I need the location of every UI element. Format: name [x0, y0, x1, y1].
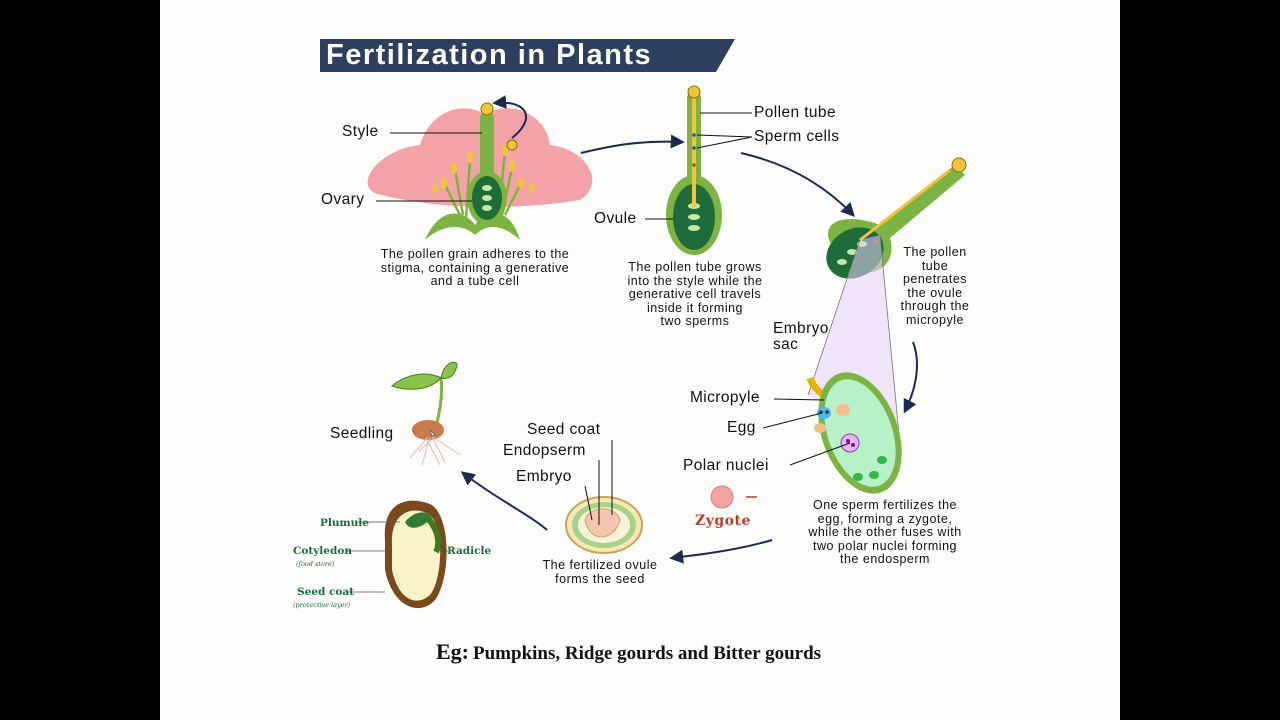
- label-seedling: Seedling: [330, 425, 394, 442]
- example-key: Eg:: [436, 639, 469, 664]
- seed-illustration: [565, 440, 643, 554]
- caption-step1: The pollen grain adheres to the stigma, …: [380, 247, 570, 289]
- label-style: Style: [342, 123, 379, 140]
- seedling-illustration: [390, 361, 461, 466]
- seed-label-cotyledon: Cotyledon: [293, 545, 352, 557]
- label-seed-coat: Seed coat: [527, 421, 601, 438]
- caption-step5: The fertilized ovule forms the seed: [542, 558, 658, 586]
- label-polar-nuclei: Polar nuclei: [683, 457, 769, 474]
- embryo-sac-illustration: [710, 372, 902, 509]
- page-title: Fertilization in Plants: [326, 39, 653, 71]
- label-zygote: Zygote: [695, 513, 751, 529]
- anthers: [432, 144, 535, 193]
- label-sperm-cells: Sperm cells: [754, 128, 840, 145]
- caption-step4: One sperm fertilizes the egg, forming a …: [808, 498, 962, 567]
- sperm-cell: [692, 146, 696, 150]
- seed-label-seed-coat: Seed coat: [297, 586, 354, 598]
- label-ovary: Ovary: [321, 191, 365, 208]
- seed-label-radicle: Radicle: [447, 545, 492, 557]
- label-micropyle: Micropyle: [690, 389, 760, 406]
- flower-illustration: [367, 95, 593, 240]
- caption-step2: The pollen tube grows into the style whi…: [627, 260, 763, 329]
- seed-label-cotyledon-note: (food store): [296, 560, 335, 568]
- seed-label-plumule: Plumule: [320, 517, 369, 529]
- label-egg: Egg: [727, 419, 756, 436]
- slide: Fertilization in Plants Style Ovary Poll…: [160, 0, 1120, 720]
- label-endosperm: Endopserm: [503, 442, 586, 459]
- pistil-illustration: [645, 85, 753, 255]
- title-banner: [320, 39, 735, 72]
- label-pollen-tube: Pollen tube: [754, 104, 836, 121]
- seed-diagram: [346, 500, 448, 609]
- diagram-canvas: [320, 39, 967, 609]
- zygote-cell: [710, 485, 734, 509]
- flower-petals: [367, 108, 593, 207]
- process-arrows: [460, 134, 918, 564]
- label-ovule: Ovule: [594, 210, 637, 227]
- style-stalk: [480, 112, 494, 182]
- sepals: [425, 213, 520, 240]
- caption-step3: The pollen tube penetrates the ovule thr…: [900, 245, 970, 327]
- sperm-cell: [692, 133, 696, 137]
- example-line: Eg: Pumpkins, Ridge gourds and Bitter go…: [436, 639, 821, 665]
- example-value: Pumpkins, Ridge gourds and Bitter gourds: [473, 643, 822, 664]
- pollination-arrow: [492, 95, 528, 139]
- label-embryo-sac: Embryo sac: [773, 320, 829, 353]
- pollen-grain: [506, 139, 518, 151]
- label-embryo: Embryo: [516, 468, 572, 485]
- seed-label-seed-coat-note: (protective layer): [293, 601, 351, 609]
- ovules: [482, 185, 492, 211]
- stigma: [480, 102, 494, 116]
